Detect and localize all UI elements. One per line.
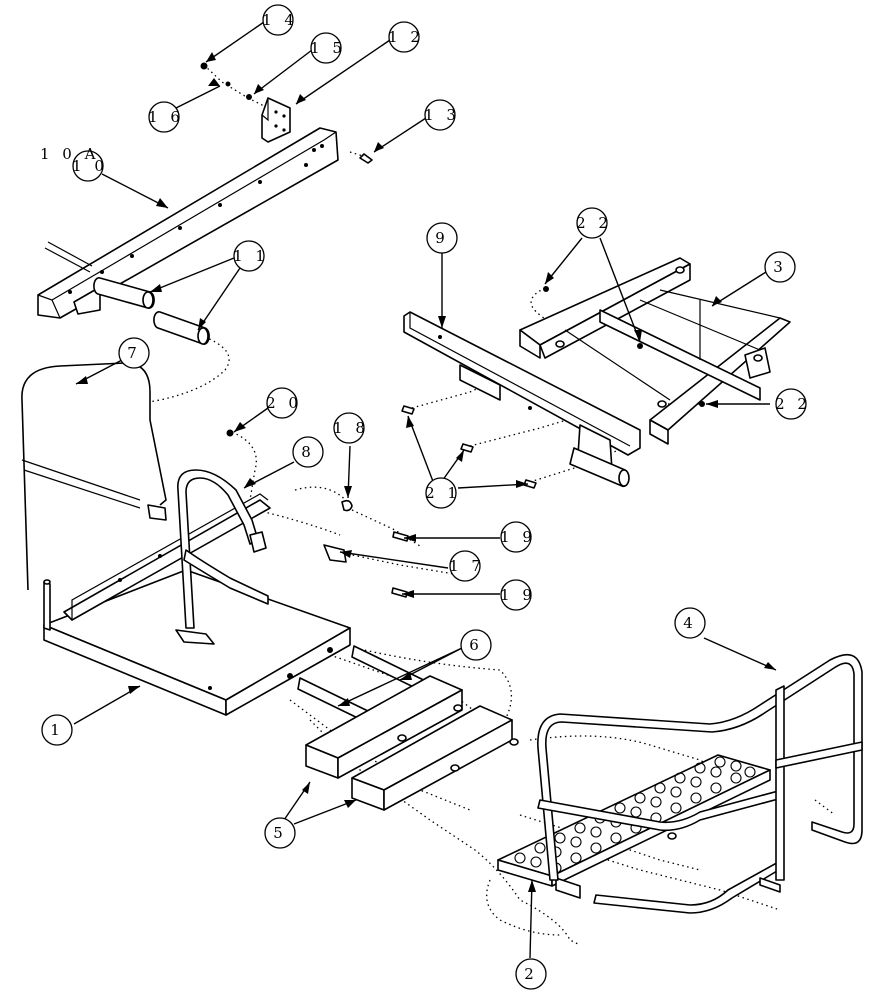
svg-text:1 5: 1 5 [310,39,346,57]
svg-text:2: 2 [524,965,538,983]
callout-10: 1 0 [72,150,108,182]
svg-text:1 1: 1 1 [233,247,269,265]
callout-5: 5 [264,817,296,849]
callout-2: 2 [515,958,547,990]
part-10-upper-rail [37,127,339,319]
callout-11: 1 1 [233,240,269,272]
part-12-bracket [261,97,291,143]
svg-text:2 2: 2 2 [775,395,811,413]
svg-text:1 4: 1 4 [262,11,298,29]
svg-text:3: 3 [773,258,787,276]
callout-18: 1 8 [333,412,369,444]
svg-text:8: 8 [301,443,315,461]
fasteners-17-20 [226,429,409,598]
callout-1: 1 [41,714,73,746]
callout-8: 8 [292,436,324,468]
svg-text:2 2: 2 2 [576,214,612,232]
svg-text:7: 7 [127,344,141,362]
callout-12: 1 2 [388,21,424,53]
part-2-step [497,754,771,899]
callout-22-right: 2 2 [775,388,811,420]
svg-text:6: 6 [469,636,483,654]
bolts-21 [401,405,537,489]
svg-text:4: 4 [683,614,697,632]
callout-4: 4 [674,607,706,639]
callout-19-lower: 1 9 [500,579,536,611]
svg-text:5: 5 [273,824,287,842]
callout-6: 6 [460,629,492,661]
part-11-pins [93,277,210,345]
svg-text:1 7: 1 7 [449,557,485,575]
callout-13: 1 3 [424,99,460,131]
part-4-step-handrail [537,653,863,914]
callout-21: 2 1 [425,477,461,509]
callout-7: 7 [118,337,150,369]
label-10a: 1 0 A [40,145,99,163]
callout-15: 1 5 [310,32,346,64]
svg-text:2 1: 2 1 [425,484,461,502]
part-7-handrail [21,362,167,591]
svg-text:1: 1 [50,721,64,739]
callout-19-upper: 1 9 [500,521,536,553]
part-9-rear-rail [403,311,641,488]
hardware-13-16 [200,62,373,164]
callout-3: 3 [764,251,796,283]
svg-text:1 9: 1 9 [500,528,536,546]
callout-17: 1 7 [449,550,485,582]
svg-text:9: 9 [435,229,449,247]
svg-text:1 6: 1 6 [148,108,184,126]
svg-text:2 0: 2 0 [266,394,302,412]
svg-text:1 0: 1 0 [72,157,108,175]
part-5-blocks [305,675,519,811]
callout-16: 1 6 [148,101,184,133]
svg-text:1 9: 1 9 [500,586,536,604]
svg-text:1 3: 1 3 [424,106,460,124]
callout-20: 2 0 [266,387,302,419]
callout-14: 1 4 [262,4,298,36]
part-8-handle [175,469,269,645]
callout-22-top: 2 2 [576,207,612,239]
assembly-lines [94,64,836,946]
svg-text:1 2: 1 2 [388,28,424,46]
svg-text:1 8: 1 8 [333,419,369,437]
arrowheads [76,52,776,892]
callout-9: 9 [426,222,458,254]
